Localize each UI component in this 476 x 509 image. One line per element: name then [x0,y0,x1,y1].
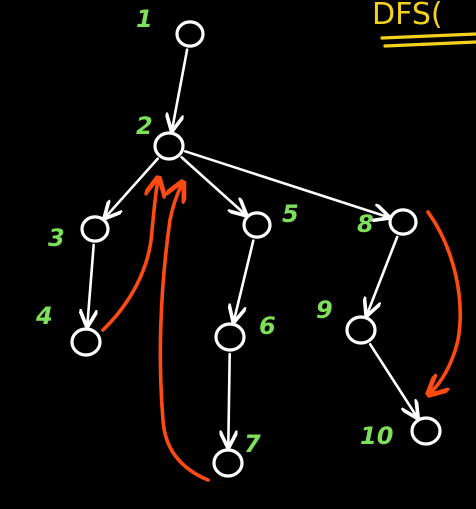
tree-edge-9-10 [368,343,416,416]
back-edge-layer [101,180,462,482]
node-4 [70,327,102,357]
tree-edge-8-9 [368,235,399,313]
node-2 [153,131,185,161]
node-label-8: 8 [357,210,374,238]
tree-edge-5-6 [234,239,255,320]
node-label-7: 7 [244,430,261,458]
node-label-10: 10 [360,422,393,450]
node-label-1: 1 [136,5,153,33]
node-label-5: 5 [282,200,299,228]
tree-edge-3-4 [87,243,93,324]
node-5 [242,211,272,239]
title-underline [380,32,476,40]
tree-edge-2-3 [106,157,159,217]
node-label-4: 4 [35,302,53,330]
back-edge-8-10 [428,210,462,393]
node-7 [212,448,244,478]
label-layer: 1 2 3 4 5 6 7 8 9 10 [35,5,393,458]
tree-edge-6-7 [228,352,229,445]
node-label-6: 6 [259,312,276,340]
node-6 [214,322,246,352]
tree-edge-2-5 [180,156,245,213]
title-underline-second [383,40,476,48]
node-label-2: 2 [136,112,153,140]
back-edge-4-2 [101,180,158,332]
back-edge-7-2 [158,184,210,482]
node-label-3: 3 [48,224,65,252]
node-label-9: 9 [316,296,333,324]
tree-edge-1-2 [172,48,189,129]
tree-edge-2-8 [183,150,387,216]
node-layer [70,20,442,478]
tree-edge-layer [87,48,416,445]
node-3 [80,215,110,243]
node-1 [175,20,205,48]
node-10 [410,416,442,446]
node-9 [345,315,377,345]
node-8 [388,208,418,236]
title-text: DFS( [372,0,443,32]
